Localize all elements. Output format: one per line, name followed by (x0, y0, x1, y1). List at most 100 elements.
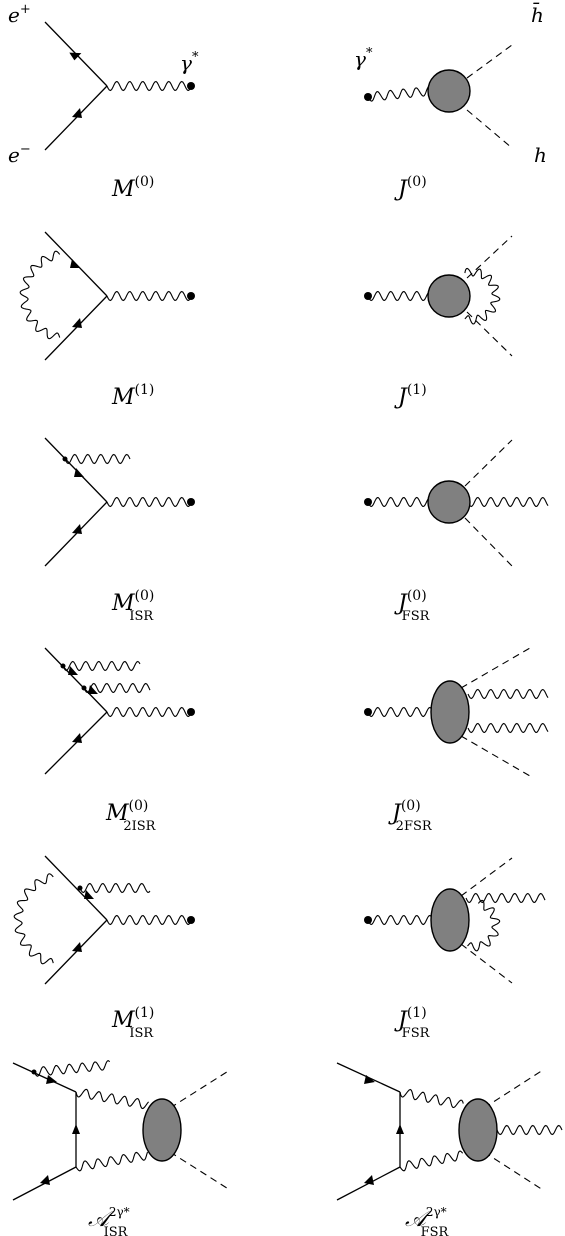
vertex-dot (187, 292, 195, 300)
fermion-arrow (72, 942, 82, 952)
fermion-arrow (72, 733, 82, 743)
electron-label: e− (8, 142, 31, 167)
diagram-m0-isr: M(0)ISR (44, 437, 195, 624)
diagram-a-fsr: 𝒜2γ*FSR (336, 1062, 563, 1236)
fsr-photon (465, 892, 546, 904)
virtual-photon (399, 1088, 464, 1109)
caption-j0: J(0) (394, 174, 427, 202)
fermion-arrow (72, 318, 82, 328)
electron-line (44, 711, 108, 775)
fermion-arrow (396, 1124, 404, 1134)
diagram-m0: e+ e− γ* M(0) (8, 2, 199, 202)
hadron-line-bar (466, 44, 513, 79)
hadron-line (466, 311, 513, 357)
isr-photon (64, 453, 131, 465)
hadronic-blob (430, 680, 470, 744)
hadron-line-bar (483, 1069, 544, 1109)
photon-propagator (106, 706, 192, 718)
caption-m0-2isr: M(0)2ISR (105, 798, 157, 834)
diagram-j1-fsr: J(1)FSR (364, 857, 546, 1041)
fsr-photon (467, 496, 549, 508)
diagram-j1: J(1) (364, 235, 513, 410)
photon-label: γ* (354, 46, 373, 71)
caption-m0: M(0) (111, 174, 154, 202)
hadron-line-bar (464, 439, 513, 487)
fermion-arrow (364, 1175, 374, 1185)
caption-j0-2fsr: J(0)2FSR (388, 798, 433, 834)
diagram-j0: γ* h̄ h J(0) (354, 2, 547, 202)
fermion-arrow (68, 666, 78, 675)
photon-propagator (367, 290, 431, 302)
caption-m0-isr: M(0)ISR (111, 588, 154, 624)
photon-propagator (367, 706, 433, 718)
photon-propagator (367, 914, 433, 926)
positron-line (44, 647, 108, 713)
hadron-line (169, 1151, 231, 1191)
caption-m1-isr: M(1)ISR (111, 1005, 154, 1041)
fsr-photon (496, 1124, 563, 1136)
positron-label: e+ (8, 2, 31, 27)
vertex-dot (187, 916, 195, 924)
isr-photon (33, 1060, 111, 1077)
hadron-line-bar (466, 235, 513, 279)
hadron-line (460, 943, 513, 984)
electron-line (44, 501, 108, 567)
positron-line (12, 1062, 77, 1093)
fermion-arrow (72, 524, 82, 534)
caption-m1: M(1) (111, 382, 154, 410)
photon-propagator (367, 496, 431, 508)
electron-line (44, 295, 108, 361)
virtual-photon (75, 1088, 150, 1110)
photon-propagator (106, 914, 192, 926)
diagram-m0-2isr: M(0)2ISR (44, 647, 195, 834)
diagram-j0-2fsr: J(0)2FSR (364, 647, 549, 834)
antihadron-label: h̄ (531, 2, 544, 27)
vertex-dot (187, 82, 195, 90)
hadron-line (460, 735, 531, 777)
hadronic-blob (427, 480, 471, 524)
hadron-line (483, 1151, 544, 1191)
fermion-arrow (72, 108, 82, 118)
hadronic-blob (142, 1098, 182, 1162)
hadron-line (466, 109, 513, 149)
electron-line (44, 85, 108, 151)
vertex-dot (187, 498, 195, 506)
fermion-arrow (72, 1124, 80, 1134)
virtual-photon (75, 1151, 149, 1172)
fermion-arrow (46, 1075, 57, 1084)
hadronic-blob (427, 274, 471, 318)
isr-photon (79, 882, 151, 894)
virtual-photon (399, 1150, 464, 1172)
caption-a-fsr: 𝒜2γ*FSR (405, 1205, 450, 1236)
fermion-arrow (74, 468, 84, 477)
hadron-label: h (534, 143, 547, 167)
vertex-loop-photon (19, 250, 61, 340)
isr-photon (83, 682, 151, 694)
photon-label: γ* (180, 50, 199, 75)
diagram-j0-fsr: J(0)FSR (364, 439, 549, 624)
caption-a-isr: 𝒜2γ*ISR (88, 1205, 130, 1236)
hadron-line-bar (460, 857, 513, 897)
electron-line (44, 919, 108, 985)
vertex-dot (187, 708, 195, 716)
hadron-line (464, 517, 513, 567)
fermion-arrow (69, 52, 82, 61)
hadron-line-bar (460, 647, 531, 689)
fermion-arrow (70, 259, 80, 268)
photon-propagator (106, 496, 192, 508)
fsr-photon (467, 722, 549, 734)
diagram-m1: M(1) (19, 231, 195, 410)
vertex-loop-photon (13, 873, 54, 965)
fermion-arrow (364, 1075, 375, 1084)
caption-j1: J(1) (394, 382, 427, 410)
hadronic-blob (427, 69, 471, 113)
photon-propagator (367, 86, 430, 102)
photon-propagator (106, 80, 192, 92)
caption-j1-fsr: J(1)FSR (394, 1005, 431, 1041)
photon-propagator (106, 290, 192, 302)
diagram-m1-isr: M(1)ISR (13, 855, 195, 1041)
diagram-a-isr: 𝒜2γ*ISR (12, 1060, 231, 1236)
positron-line (44, 855, 108, 921)
